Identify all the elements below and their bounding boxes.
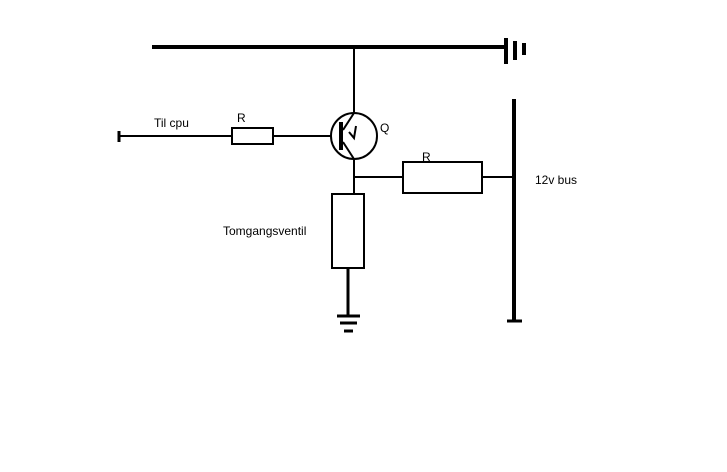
ground-symbol-bottom [337, 314, 360, 333]
load-label: Tomgangsventil [223, 224, 306, 238]
transistor-label: Q [380, 121, 389, 135]
bus-label: 12v bus [535, 173, 577, 187]
resistor-bus-label: R [422, 150, 431, 164]
input-label: Til cpu [154, 116, 189, 130]
resistor-input [231, 127, 274, 145]
resistor-input-label: R [237, 111, 246, 125]
load-tomgangsventil [331, 193, 365, 269]
transistor-q [330, 112, 378, 160]
ground-symbol-top [504, 38, 526, 64]
resistor-bus [402, 161, 483, 194]
